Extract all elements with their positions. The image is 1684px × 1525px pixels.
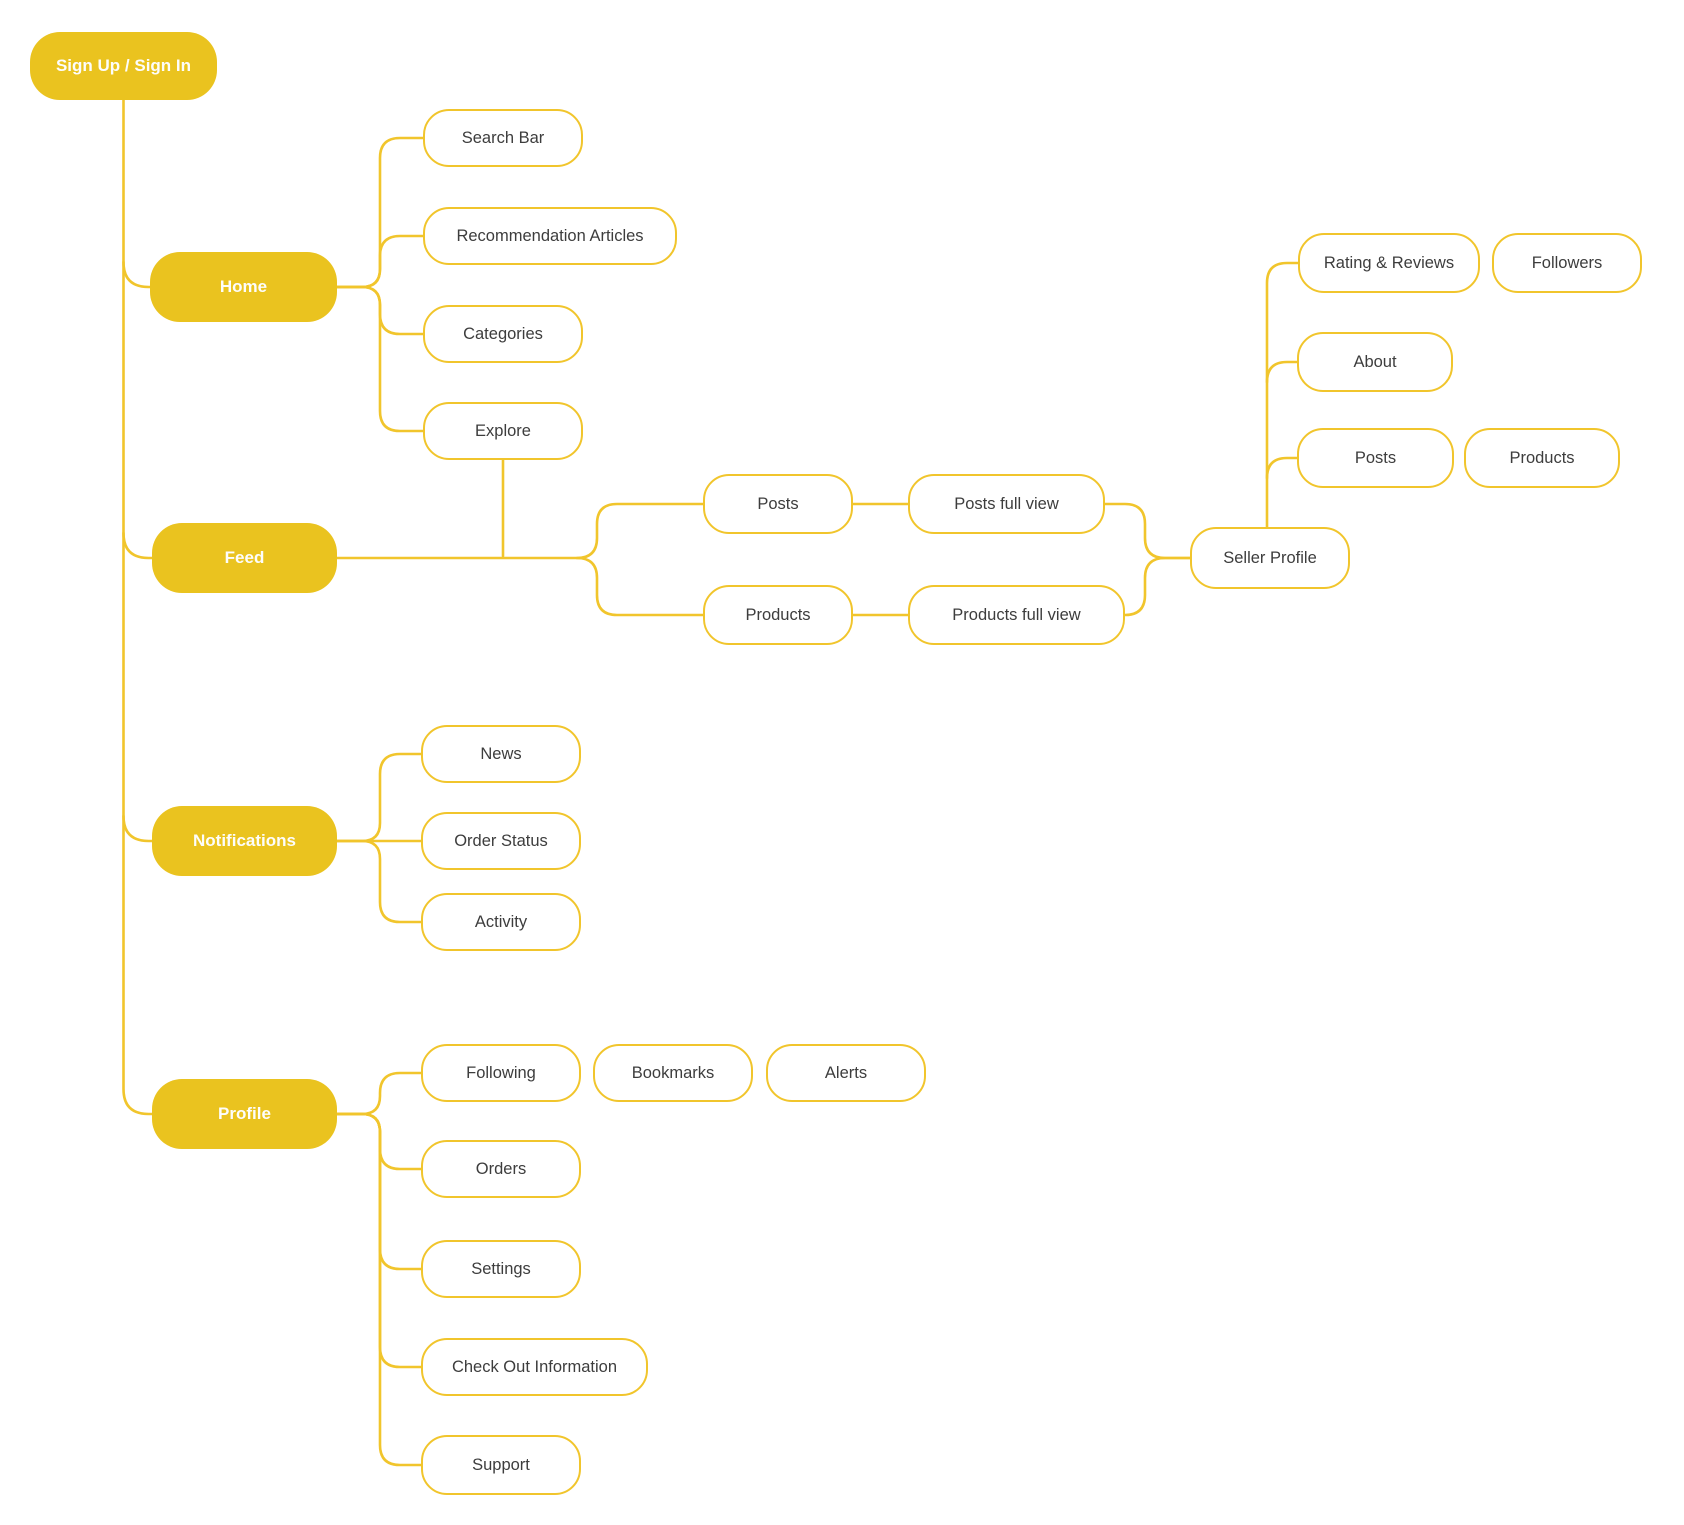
edge-signup-notifications (122, 814, 154, 843)
node-orders-label: Orders (475, 1159, 527, 1178)
node-explore-label: Explore (475, 421, 531, 440)
node-settings: Settings (421, 1240, 581, 1298)
node-seller-profile-label: Seller Profile (1223, 548, 1317, 567)
node-notifications: Notifications (152, 806, 337, 876)
edge-home-recommendation-articles (335, 234, 425, 289)
edge-signup-home (122, 260, 152, 289)
edge-profile-orders (335, 1112, 423, 1171)
node-seller-posts-label: Posts (1354, 448, 1397, 467)
node-support-label: Support (472, 1455, 530, 1474)
edge-signup-profile (122, 98, 154, 1116)
node-signup: Sign Up / Sign In (30, 32, 217, 100)
node-posts: Posts (703, 474, 853, 534)
node-news: News (421, 725, 581, 783)
node-posts-label: Posts (757, 494, 799, 513)
node-signup-label: Sign Up / Sign In (55, 56, 192, 76)
node-seller-posts: Posts (1297, 428, 1454, 488)
node-activity-label: Activity (474, 912, 528, 931)
node-following-label: Following (466, 1063, 536, 1082)
node-seller-products: Products (1464, 428, 1620, 488)
node-bookmarks: Bookmarks (593, 1044, 753, 1102)
node-home: Home (150, 252, 337, 322)
edge-posts-full-view-seller-profile (1103, 502, 1192, 560)
node-rating-reviews: Rating & Reviews (1298, 233, 1480, 293)
node-posts-full-view: Posts full view (908, 474, 1105, 534)
edge-profile-settings (335, 1112, 423, 1271)
node-explore: Explore (423, 402, 583, 460)
node-seller-profile: Seller Profile (1190, 527, 1350, 589)
node-alerts-label: Alerts (824, 1063, 868, 1082)
edge-home-search-bar (335, 136, 425, 289)
node-followers: Followers (1492, 233, 1642, 293)
node-support: Support (421, 1435, 581, 1495)
node-followers-label: Followers (1531, 253, 1603, 272)
node-search-bar-label: Search Bar (461, 128, 545, 147)
node-bookmarks-label: Bookmarks (631, 1063, 715, 1082)
edge-profile-following (335, 1071, 423, 1116)
edge-home-explore (335, 285, 425, 433)
node-recommendation-articles-label: Recommendation Articles (456, 226, 644, 245)
edge-products-full-view-seller-profile (1123, 556, 1192, 617)
edge-home-categories (335, 285, 425, 336)
edge-feed-posts (335, 502, 705, 560)
node-about-label: About (1353, 352, 1397, 371)
node-settings-label: Settings (471, 1259, 531, 1278)
node-following: Following (421, 1044, 581, 1102)
edge-signup-feed (122, 531, 154, 560)
node-products-full-view: Products full view (908, 585, 1125, 645)
node-feed-label: Feed (224, 548, 265, 568)
node-news-label: News (480, 744, 522, 763)
edge-feed-products (575, 556, 705, 617)
node-profile: Profile (152, 1079, 337, 1149)
edge-profile-checkout-information (335, 1112, 423, 1369)
edge-seller-profile-about (1265, 360, 1299, 384)
node-checkout-information-label: Check Out Information (451, 1357, 618, 1376)
node-about: About (1297, 332, 1453, 392)
node-home-label: Home (219, 277, 268, 297)
edge-seller-profile-rating-reviews (1265, 261, 1300, 529)
node-profile-label: Profile (218, 1104, 271, 1124)
node-products-full-view-label: Products full view (952, 605, 1081, 624)
edge-seller-profile-posts (1265, 456, 1299, 480)
node-seller-products-label: Products (1509, 448, 1575, 467)
node-feed: Feed (152, 523, 337, 593)
node-order-status-label: Order Status (454, 831, 548, 850)
node-recommendation-articles: Recommendation Articles (423, 207, 677, 265)
edge-notifications-activity (335, 839, 423, 924)
node-categories: Categories (423, 305, 583, 363)
node-orders: Orders (421, 1140, 581, 1198)
node-notifications-label: Notifications (193, 831, 296, 851)
node-search-bar: Search Bar (423, 109, 583, 167)
node-order-status: Order Status (421, 812, 581, 870)
node-rating-reviews-label: Rating & Reviews (1323, 253, 1455, 272)
node-categories-label: Categories (463, 324, 543, 343)
node-products-label: Products (745, 605, 811, 624)
node-checkout-information: Check Out Information (421, 1338, 648, 1396)
node-posts-full-view-label: Posts full view (954, 494, 1059, 513)
edge-profile-support (335, 1112, 423, 1467)
node-alerts: Alerts (766, 1044, 926, 1102)
node-products: Products (703, 585, 853, 645)
edge-notifications-news (335, 752, 423, 843)
node-activity: Activity (421, 893, 581, 951)
